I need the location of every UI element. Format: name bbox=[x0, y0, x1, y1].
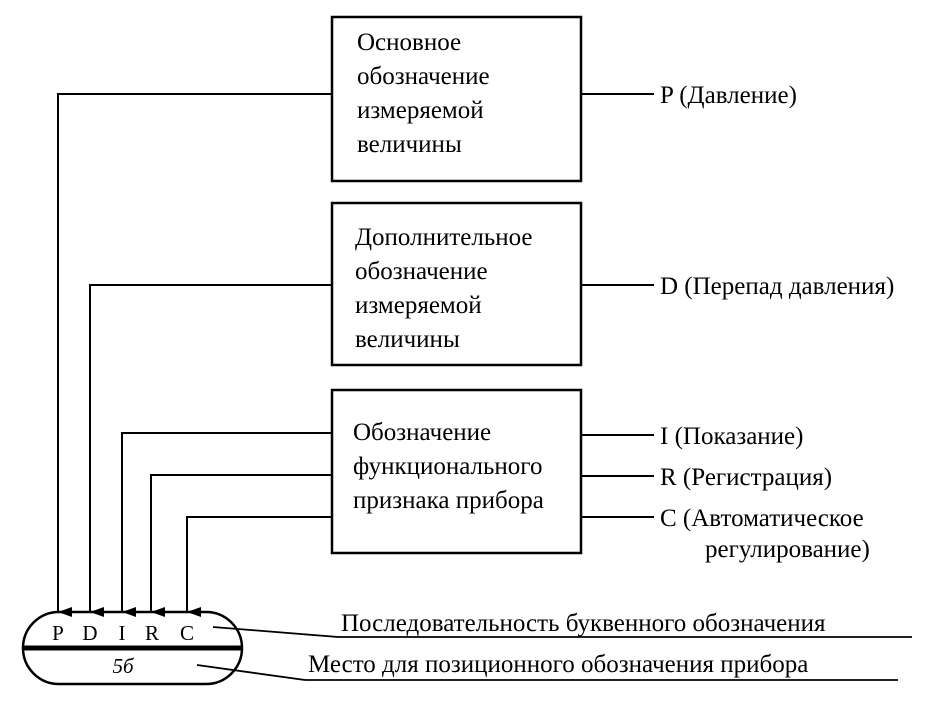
connector-p bbox=[57, 93, 332, 617]
output-label-i: I (Показание) bbox=[660, 423, 803, 450]
output-label-r: R (Регистрация) bbox=[660, 464, 832, 491]
functional-box-line-2: функционального bbox=[353, 453, 542, 480]
tag-letter-r: R bbox=[145, 621, 159, 645]
tag-letter-c: C bbox=[180, 621, 194, 645]
output-label-c-2: регулирование) bbox=[705, 536, 870, 563]
output-label-d: D (Перепад давления) bbox=[660, 273, 894, 300]
functional-box-line-3: признака прибора bbox=[353, 487, 544, 514]
additional-box-line-3: измеряемой bbox=[355, 292, 482, 319]
main-box-line-1: Основное bbox=[357, 29, 461, 56]
additional-box-line-2: обозначение bbox=[355, 258, 488, 285]
main-box-line-3: измеряемой bbox=[357, 97, 484, 124]
connector-d bbox=[89, 284, 332, 617]
functional-box-line-1: Обозначение bbox=[353, 419, 491, 446]
connector-c bbox=[186, 516, 332, 617]
callout-label-place: Место для позиционного обозначения прибо… bbox=[308, 651, 808, 678]
main-box-line-4: величины bbox=[357, 131, 462, 158]
main-box-line-2: обозначение bbox=[357, 63, 490, 90]
tag-position-number: 5б bbox=[112, 654, 135, 678]
tag-letter-i: I bbox=[119, 621, 126, 645]
additional-box-line-1: Дополнительное bbox=[355, 224, 533, 251]
additional-box-line-4: величины bbox=[355, 326, 460, 353]
output-label-p: P (Давление) bbox=[660, 82, 797, 109]
functional-feature-box bbox=[330, 388, 583, 555]
callout-leader-sequence bbox=[212, 626, 339, 638]
tag-letter-p: P bbox=[52, 621, 64, 645]
callout-leader-place bbox=[196, 664, 306, 681]
tag-letter-d: D bbox=[82, 621, 97, 645]
connector-i bbox=[121, 432, 332, 617]
output-label-c-1: C (Автоматическое bbox=[660, 505, 864, 532]
main-designation-box bbox=[330, 15, 583, 183]
callout-label-sequence: Последовательность буквенного обозначени… bbox=[341, 610, 826, 637]
connector-r bbox=[150, 474, 332, 617]
